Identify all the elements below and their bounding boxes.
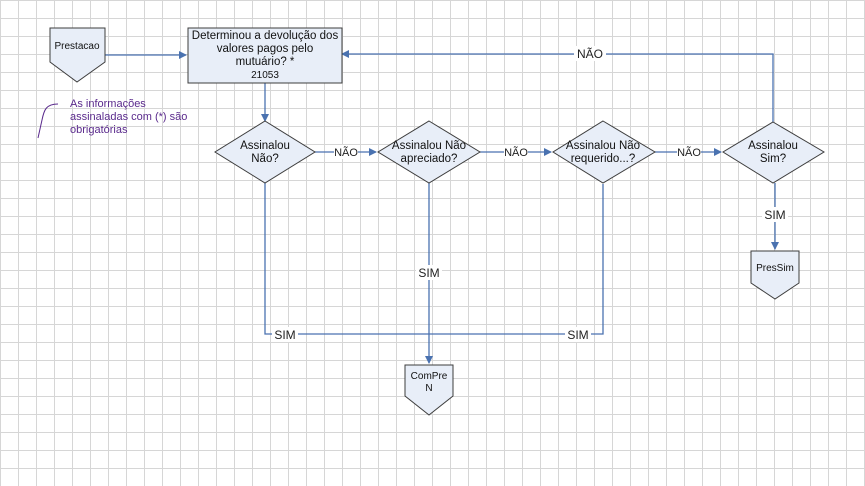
- edge-label-sim-d1: SIM: [274, 328, 295, 342]
- annotation-bracket: [37, 103, 59, 139]
- node-decision-1-line-2: Não?: [251, 153, 279, 165]
- edge-label-nao-1: NÃO: [334, 146, 358, 159]
- node-decision-3-line-2: requerido...?: [571, 153, 636, 165]
- node-decision-assinalou-sim[interactable]: Assinalou Sim?: [722, 121, 825, 184]
- node-question-line-1: Determinou a devolução dos: [192, 30, 339, 42]
- node-comprenn-line-2: N: [425, 383, 432, 394]
- edge-label-sim-d2: SIM: [418, 266, 439, 280]
- annotation-line-3: obrigatórias: [70, 124, 128, 136]
- node-prestacao[interactable]: Prestacao: [49, 27, 106, 83]
- node-decision-assinalou-nao-requerido[interactable]: Assinalou Não requerido...?: [552, 120, 656, 184]
- node-decision-4-line-2: Sim?: [760, 153, 786, 165]
- node-question[interactable]: Determinou a devolução dos valores pagos…: [187, 27, 343, 84]
- edge-label-sim-d3: SIM: [567, 328, 588, 342]
- annotation-line-2: assinaladas com (*) são: [70, 111, 187, 123]
- edge-label-nao-2: NÃO: [504, 146, 528, 159]
- node-pressim-label: PresSim: [756, 263, 794, 274]
- node-question-line-2: valores pagos pelo: [217, 43, 314, 55]
- edge-d1-sim: [264, 183, 604, 335]
- edge-label-nao-loop: NÃO: [577, 47, 603, 61]
- node-decision-2-line-2: apreciado?: [401, 153, 458, 165]
- annotation-line-1: As informações: [70, 98, 146, 110]
- node-question-line-3: mutuário? *: [236, 56, 295, 68]
- node-decision-3-line-1: Assinalou Não: [566, 140, 640, 152]
- edge-d4-back-to-question: [341, 50, 774, 122]
- node-decision-assinalou-nao-apreciado[interactable]: Assinalou Não apreciado?: [377, 120, 481, 184]
- node-pressim[interactable]: PresSim: [750, 250, 800, 300]
- node-comprenn-line-1: ComPre: [411, 371, 448, 382]
- node-decision-2-line-1: Assinalou Não: [392, 140, 466, 152]
- annotation-note: As informações assinaladas com (*) são o…: [37, 98, 187, 139]
- node-prestacao-label: Prestacao: [54, 41, 99, 52]
- node-question-code: 21053: [251, 70, 279, 81]
- edge-label-sim-d4: SIM: [764, 208, 785, 222]
- edge-label-nao-3: NÃO: [677, 146, 701, 159]
- node-decision-assinalou-nao[interactable]: Assinalou Não?: [214, 120, 316, 184]
- node-decision-4-line-1: Assinalou: [748, 140, 798, 152]
- node-comprenn[interactable]: ComPre N: [404, 364, 454, 416]
- node-decision-1-line-1: Assinalou: [240, 140, 290, 152]
